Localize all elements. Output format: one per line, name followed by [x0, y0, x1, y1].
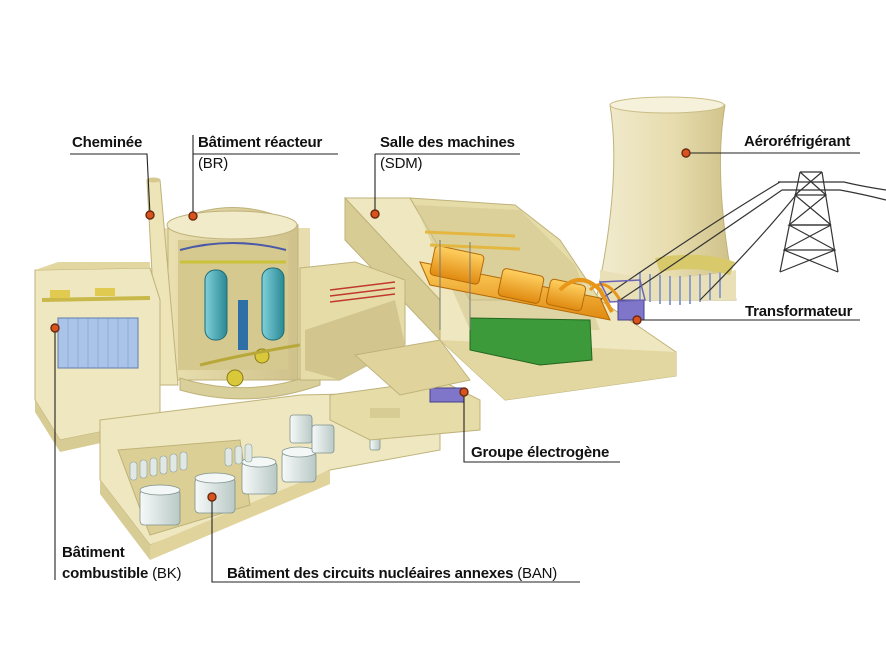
central-block: [299, 261, 471, 396]
auxiliary-building: [99, 379, 481, 560]
label-transformer: Transformateur: [745, 303, 853, 320]
generator-unit: [429, 387, 465, 403]
label-aux-building: Bâtiment des circuits nucléaires annexes…: [227, 565, 558, 582]
marker-aux: [207, 492, 217, 502]
label-chimney: Cheminée: [72, 134, 143, 151]
cooling-tower: [595, 96, 737, 305]
transformer-unit: [617, 299, 645, 321]
marker-cooling-tower: [681, 148, 691, 158]
marker-chimney: [145, 210, 155, 220]
leader-generator: [463, 392, 620, 463]
leader-lines: [54, 135, 860, 583]
label-turbine-hall: Salle des machines: [380, 134, 515, 151]
turbine-hall: [343, 196, 677, 401]
marker-transformer: [632, 315, 642, 325]
label-reactor-building: Bâtiment réacteur: [198, 134, 323, 151]
marker-fuel: [50, 323, 60, 333]
label-reactor-building-code: (BR): [198, 155, 229, 172]
markers: [50, 148, 691, 502]
label-generator-set: Groupe électrogène: [471, 444, 610, 461]
power-pylon: [599, 171, 886, 301]
label-fuel-building-line1: Bâtiment: [62, 544, 125, 561]
fuel-building: [34, 262, 161, 452]
marker-generator: [459, 387, 469, 397]
leader-chimney: [70, 153, 151, 216]
steam-generators: [204, 267, 285, 350]
label-turbine-hall-code: (SDM): [380, 155, 423, 172]
reactor-building: [155, 207, 321, 400]
small-cylinders: [129, 443, 253, 481]
tower-legs: [639, 271, 721, 305]
label-cooling-tower: Aéroréfrigérant: [744, 133, 851, 150]
marker-reactor: [188, 211, 198, 221]
label-fuel-building-line2: combustible (BK): [62, 565, 182, 582]
leader-aux: [211, 497, 580, 583]
marker-turbine: [370, 209, 380, 219]
